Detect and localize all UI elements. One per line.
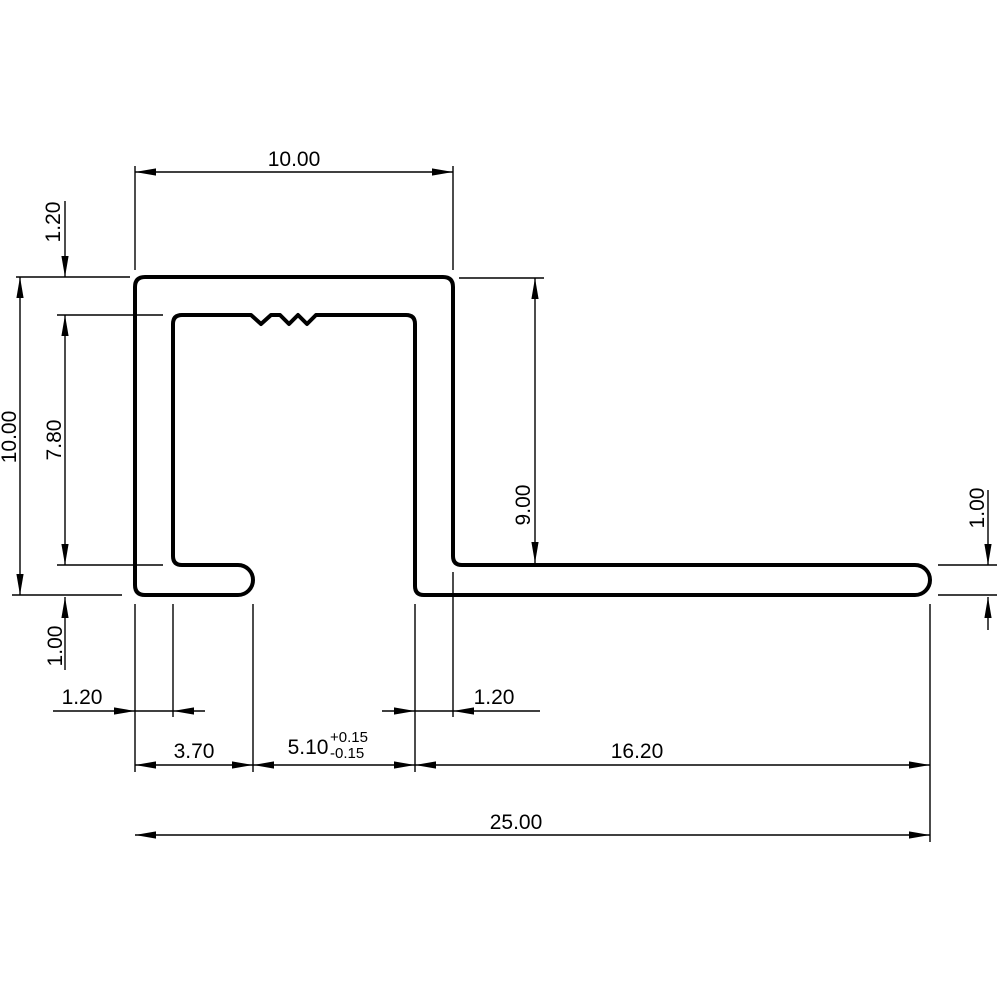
arrowhead	[61, 315, 69, 336]
arrowhead	[984, 544, 992, 565]
arrowhead	[415, 761, 436, 769]
arrowhead	[61, 544, 69, 565]
profile-outline	[133, 275, 932, 597]
dimension-arm-thickness: 1.00	[966, 488, 992, 630]
dim-label-right-wall-thickness: 1.20	[474, 686, 515, 709]
arrowhead	[135, 168, 156, 176]
dimension-left-wall-thickness: 1.20	[53, 686, 205, 715]
dimension-top-flange-thickness: 1.20	[42, 201, 69, 277]
arrowhead	[135, 831, 156, 839]
arrowhead	[531, 542, 539, 563]
arrowhead	[453, 707, 474, 715]
dimension-foot-length: 3.70	[135, 740, 253, 769]
dimension-channel-depth: 9.00	[512, 278, 539, 563]
arrowhead	[909, 761, 930, 769]
arrowhead	[253, 761, 274, 769]
arrowhead	[173, 707, 194, 715]
dim-label-tolerance-minus: -0.15	[330, 745, 364, 762]
arrowhead	[114, 707, 135, 715]
arrowhead	[531, 278, 539, 299]
arrowhead	[432, 168, 453, 176]
dim-label-arm-length: 16.20	[611, 740, 664, 763]
arrowhead	[394, 707, 415, 715]
arrowhead	[61, 256, 69, 277]
dim-label-inner-height: 7.80	[43, 420, 66, 461]
dim-label-foot-thickness: 1.00	[44, 626, 67, 667]
arrowhead	[394, 761, 415, 769]
dimension-right-wall-thickness: 1.20	[382, 686, 540, 715]
dimension-foot-thickness: 1.00	[44, 597, 69, 670]
dim-label-channel-depth: 9.00	[512, 485, 535, 526]
profile-path	[133, 275, 932, 597]
extension-lines	[12, 166, 997, 842]
dim-label-arm-thickness: 1.00	[966, 488, 989, 529]
arrowhead	[61, 597, 69, 618]
dim-label-top-width: 10.00	[268, 148, 321, 171]
dim-label-overall-height: 10.00	[0, 411, 21, 464]
dimension-overall-height: 10.00	[0, 277, 24, 595]
dimension-overall-width: 25.00	[135, 811, 930, 839]
dim-label-overall-width: 25.00	[490, 811, 543, 834]
arrowhead	[984, 597, 992, 618]
dim-label-channel-opening: 5.10	[288, 736, 329, 759]
dim-label-foot-length: 3.70	[174, 740, 215, 763]
dimension-inner-height: 7.80	[43, 315, 69, 565]
dimension-arm-length: 16.20	[415, 740, 930, 769]
arrowhead	[16, 574, 24, 595]
dimension-top-width: 10.00	[135, 148, 453, 176]
arrowhead	[16, 277, 24, 298]
arrowhead	[909, 831, 930, 839]
dim-label-left-wall-thickness: 1.20	[62, 686, 103, 709]
dim-label-tolerance-plus: +0.15	[330, 729, 368, 746]
arrowhead	[135, 761, 156, 769]
dim-label-top-flange-thickness: 1.20	[42, 202, 65, 243]
arrowhead	[232, 761, 253, 769]
dimension-channel-opening: 5.10 +0.15 -0.15	[253, 729, 415, 769]
